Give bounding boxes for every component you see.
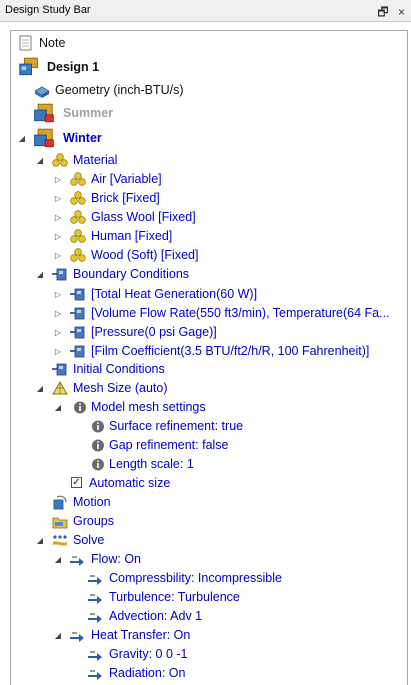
collapse-arrow-icon[interactable]: ▷ [54, 290, 62, 299]
flow-arrow-icon [69, 632, 85, 643]
model-mesh-settings-label: Model mesh settings [91, 400, 206, 414]
boundary-condition-label: [Pressure(0 psi Gage)] [91, 325, 217, 339]
collapse-arrow-icon[interactable]: ▷ [54, 194, 62, 203]
note-label: Note [39, 36, 66, 50]
expand-arrow-icon[interactable]: ◢ [36, 536, 44, 545]
info-icon [92, 439, 104, 452]
expand-arrow-icon[interactable]: ◢ [36, 156, 44, 165]
material-entry-label: Brick [Fixed] [91, 191, 160, 205]
design-1-label: Design 1 [47, 60, 100, 74]
groups-label: Groups [73, 514, 114, 528]
collapse-arrow-icon[interactable]: ▷ [54, 232, 62, 241]
restore-icon[interactable]: 🗗 [377, 5, 389, 19]
mesh-setting-label: Gap refinement: false [109, 438, 229, 452]
flow-label: Flow: On [91, 552, 142, 566]
expand-arrow-icon[interactable]: ◢ [54, 631, 62, 640]
groups-icon [52, 517, 68, 529]
flow-setting-label: Compressbility: Incompressible [109, 571, 282, 585]
note-icon [19, 35, 32, 51]
material-label: Material [73, 153, 118, 167]
info-icon [92, 458, 104, 471]
boundary-condition-label: [Volume Flow Rate(550 ft3/min), Temperat… [91, 306, 390, 320]
material-entry-label: Wood (Soft) [Fixed] [91, 248, 199, 262]
flow-setting-label: Advection: Adv 1 [109, 609, 203, 623]
heat-transfer-label: Heat Transfer: On [91, 628, 191, 642]
window-titlebar: Design Study Bar 🗗 × [0, 0, 411, 22]
boundary-condition-icon [69, 288, 85, 301]
collapse-arrow-icon[interactable]: ▷ [54, 328, 62, 337]
collapse-arrow-icon[interactable]: ▷ [54, 213, 62, 222]
material-icon [70, 210, 86, 224]
info-icon [92, 420, 104, 433]
expand-arrow-icon[interactable]: ◢ [36, 270, 44, 279]
collapse-arrow-icon[interactable]: ▷ [54, 175, 62, 184]
boundary-condition-icon [69, 326, 85, 339]
window-title: Design Study Bar [5, 4, 91, 16]
collapse-arrow-icon[interactable]: ▷ [54, 347, 62, 356]
flow-arrow-icon [87, 670, 103, 681]
material-icon [52, 153, 68, 167]
expand-arrow-icon[interactable]: ◢ [54, 403, 62, 412]
material-entry-label: Glass Wool [Fixed] [91, 210, 196, 224]
solve-icon [53, 535, 67, 546]
info-icon [74, 401, 86, 414]
boundary-conditions-label: Boundary Conditions [73, 267, 190, 281]
flow-arrow-icon [87, 651, 103, 662]
automatic-size-checkbox[interactable]: ✓ [71, 477, 82, 488]
study-icon [34, 128, 54, 148]
collapse-arrow-icon[interactable]: ▷ [54, 309, 62, 318]
initial-conditions-icon [51, 363, 67, 376]
motion-icon [53, 495, 67, 510]
geometry-label: Geometry (inch-BTU/s) [55, 83, 184, 97]
boundary-condition-icon [69, 345, 85, 358]
flow-arrow-icon [87, 594, 103, 605]
geometry-icon [34, 86, 50, 99]
flow-arrow-icon [87, 613, 103, 624]
heat-setting-label: Radiation: On [109, 666, 186, 680]
boundary-condition-label: [Total Heat Generation(60 W)] [91, 287, 258, 301]
mesh-setting-label: Length scale: 1 [109, 457, 194, 471]
expand-arrow-icon[interactable]: ◢ [18, 134, 26, 143]
flow-arrow-icon [87, 575, 103, 586]
heat-setting-label: Gravity: 0 0 -1 [109, 647, 188, 661]
flow-setting-label: Turbulence: Turbulence [109, 590, 240, 604]
summer-label: Summer [63, 106, 114, 120]
material-entry-label: Human [Fixed] [91, 229, 173, 243]
material-icon [70, 191, 86, 205]
mesh-size-label: Mesh Size (auto) [73, 381, 168, 395]
mesh-setting-label: Surface refinement: true [109, 419, 244, 433]
flow-arrow-icon [69, 556, 85, 567]
winter-label: Winter [63, 131, 102, 145]
initial-conditions-label: Initial Conditions [73, 362, 165, 376]
material-entry-label: Air [Variable] [91, 172, 162, 186]
solve-label: Solve [73, 533, 105, 547]
expand-arrow-icon[interactable]: ◢ [36, 384, 44, 393]
motion-label: Motion [73, 495, 111, 509]
boundary-condition-label: [Film Coefficient(3.5 BTU/ft2/h/R, 100 F… [91, 344, 370, 358]
material-icon [70, 229, 86, 243]
material-icon [70, 172, 86, 186]
material-icon [70, 248, 86, 262]
close-icon[interactable]: × [397, 5, 405, 19]
boundary-condition-icon [69, 307, 85, 320]
mesh-icon [52, 381, 68, 395]
collapse-arrow-icon[interactable]: ▷ [54, 251, 62, 260]
automatic-size-label: Automatic size [89, 476, 171, 490]
design-study-tree: Note Design 1 Geometry (inch-BTU/s) Summ… [10, 30, 408, 685]
study-icon [34, 103, 54, 123]
design-icon [19, 57, 39, 76]
boundary-condition-icon [51, 268, 67, 281]
expand-arrow-icon[interactable]: ◢ [54, 555, 62, 564]
